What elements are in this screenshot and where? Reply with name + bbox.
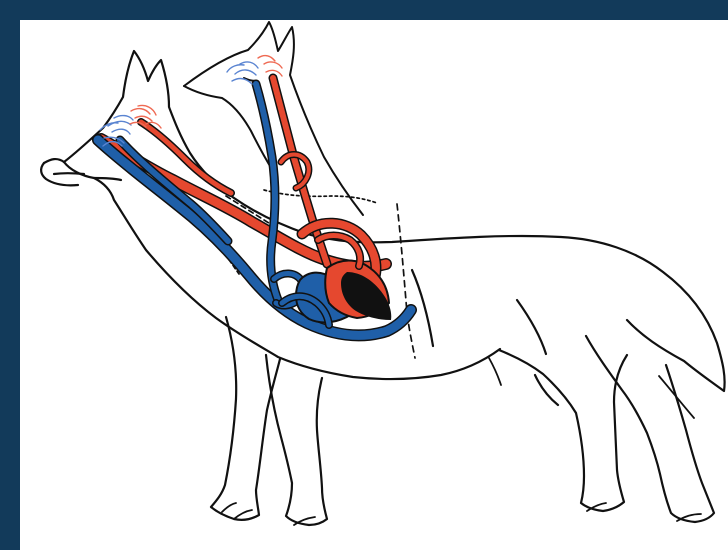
diagram-canvas — [20, 20, 728, 550]
dog-circulatory-illustration — [20, 20, 728, 550]
detail-lines — [222, 358, 701, 525]
secondary-head-red-capillaries — [258, 56, 282, 76]
main-vein-upper-fill — [120, 140, 228, 241]
